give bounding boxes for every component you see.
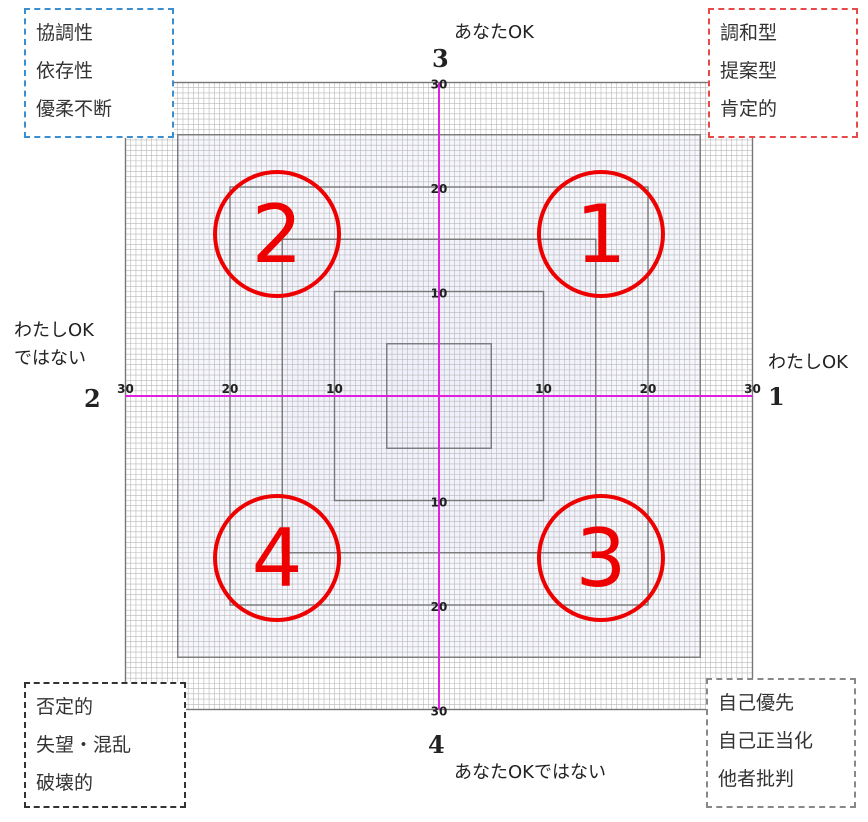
axis-left-label-line1: わたしOK — [14, 320, 94, 341]
tick-label-top-10: 10 — [431, 287, 448, 301]
corner-text: 自己優先 — [718, 692, 795, 714]
quadrant-number-4: 4 — [252, 512, 303, 605]
tick-label-left-30: 30 — [117, 382, 134, 396]
quadrant-circle-4 — [213, 493, 342, 622]
axis-bottom-number: 4 — [428, 730, 445, 759]
quadrant-number-3: 3 — [576, 512, 627, 605]
corner-text: 破壊的 — [36, 772, 94, 794]
tick-label-bottom-20: 20 — [431, 600, 448, 614]
tick-label-bottom-10: 10 — [431, 496, 448, 510]
corner-text: 提案型 — [720, 60, 778, 82]
tick-label-right-10: 10 — [535, 382, 552, 396]
axis-bottom-label: あなたOKではない — [454, 762, 606, 783]
quadrant-circle-2 — [213, 170, 342, 299]
corner-text: 否定的 — [36, 696, 94, 718]
corner-text: 肯定的 — [720, 98, 778, 120]
corner-box-top-left: 協調性 依存性 優柔不断 — [24, 8, 174, 138]
corner-text: 依存性 — [36, 60, 94, 82]
corner-text: 優柔不断 — [36, 98, 113, 120]
tick-label-right-20: 20 — [640, 382, 657, 396]
corner-box-bottom-right: 自己優先 自己正当化 他者批判 — [706, 678, 856, 808]
corner-text: 失望・混乱 — [36, 734, 132, 756]
tick-label-right-30: 30 — [744, 382, 761, 396]
quadrant-number-1: 1 — [576, 188, 627, 281]
corner-box-top-right: 調和型 提案型 肯定的 — [708, 8, 858, 138]
quadrant-circle-3 — [536, 493, 665, 622]
axis-top-label: あなたOK — [454, 22, 534, 43]
corner-box-bottom-left: 否定的 失望・混乱 破壊的 — [24, 682, 186, 808]
axis-top-number: 3 — [432, 44, 449, 73]
corner-text: 協調性 — [36, 22, 94, 44]
tick-label-top-20: 20 — [431, 182, 448, 196]
tick-label-left-10: 10 — [326, 382, 343, 396]
corner-text: 他者批判 — [718, 768, 795, 790]
axis-right-label: わたしOK — [768, 352, 848, 373]
axis-left-number: 2 — [84, 384, 101, 413]
axis-left-label-line2: ではない — [14, 348, 86, 369]
tick-label-left-20: 20 — [222, 382, 239, 396]
quadrant-number-2: 2 — [252, 188, 303, 281]
axis-right-number: 1 — [768, 382, 785, 411]
corner-text: 自己正当化 — [718, 730, 814, 752]
quadrant-circle-1 — [536, 170, 665, 299]
tick-label-top-30: 30 — [431, 78, 448, 92]
corner-text: 調和型 — [720, 22, 778, 44]
tick-label-bottom-30: 30 — [431, 705, 448, 719]
